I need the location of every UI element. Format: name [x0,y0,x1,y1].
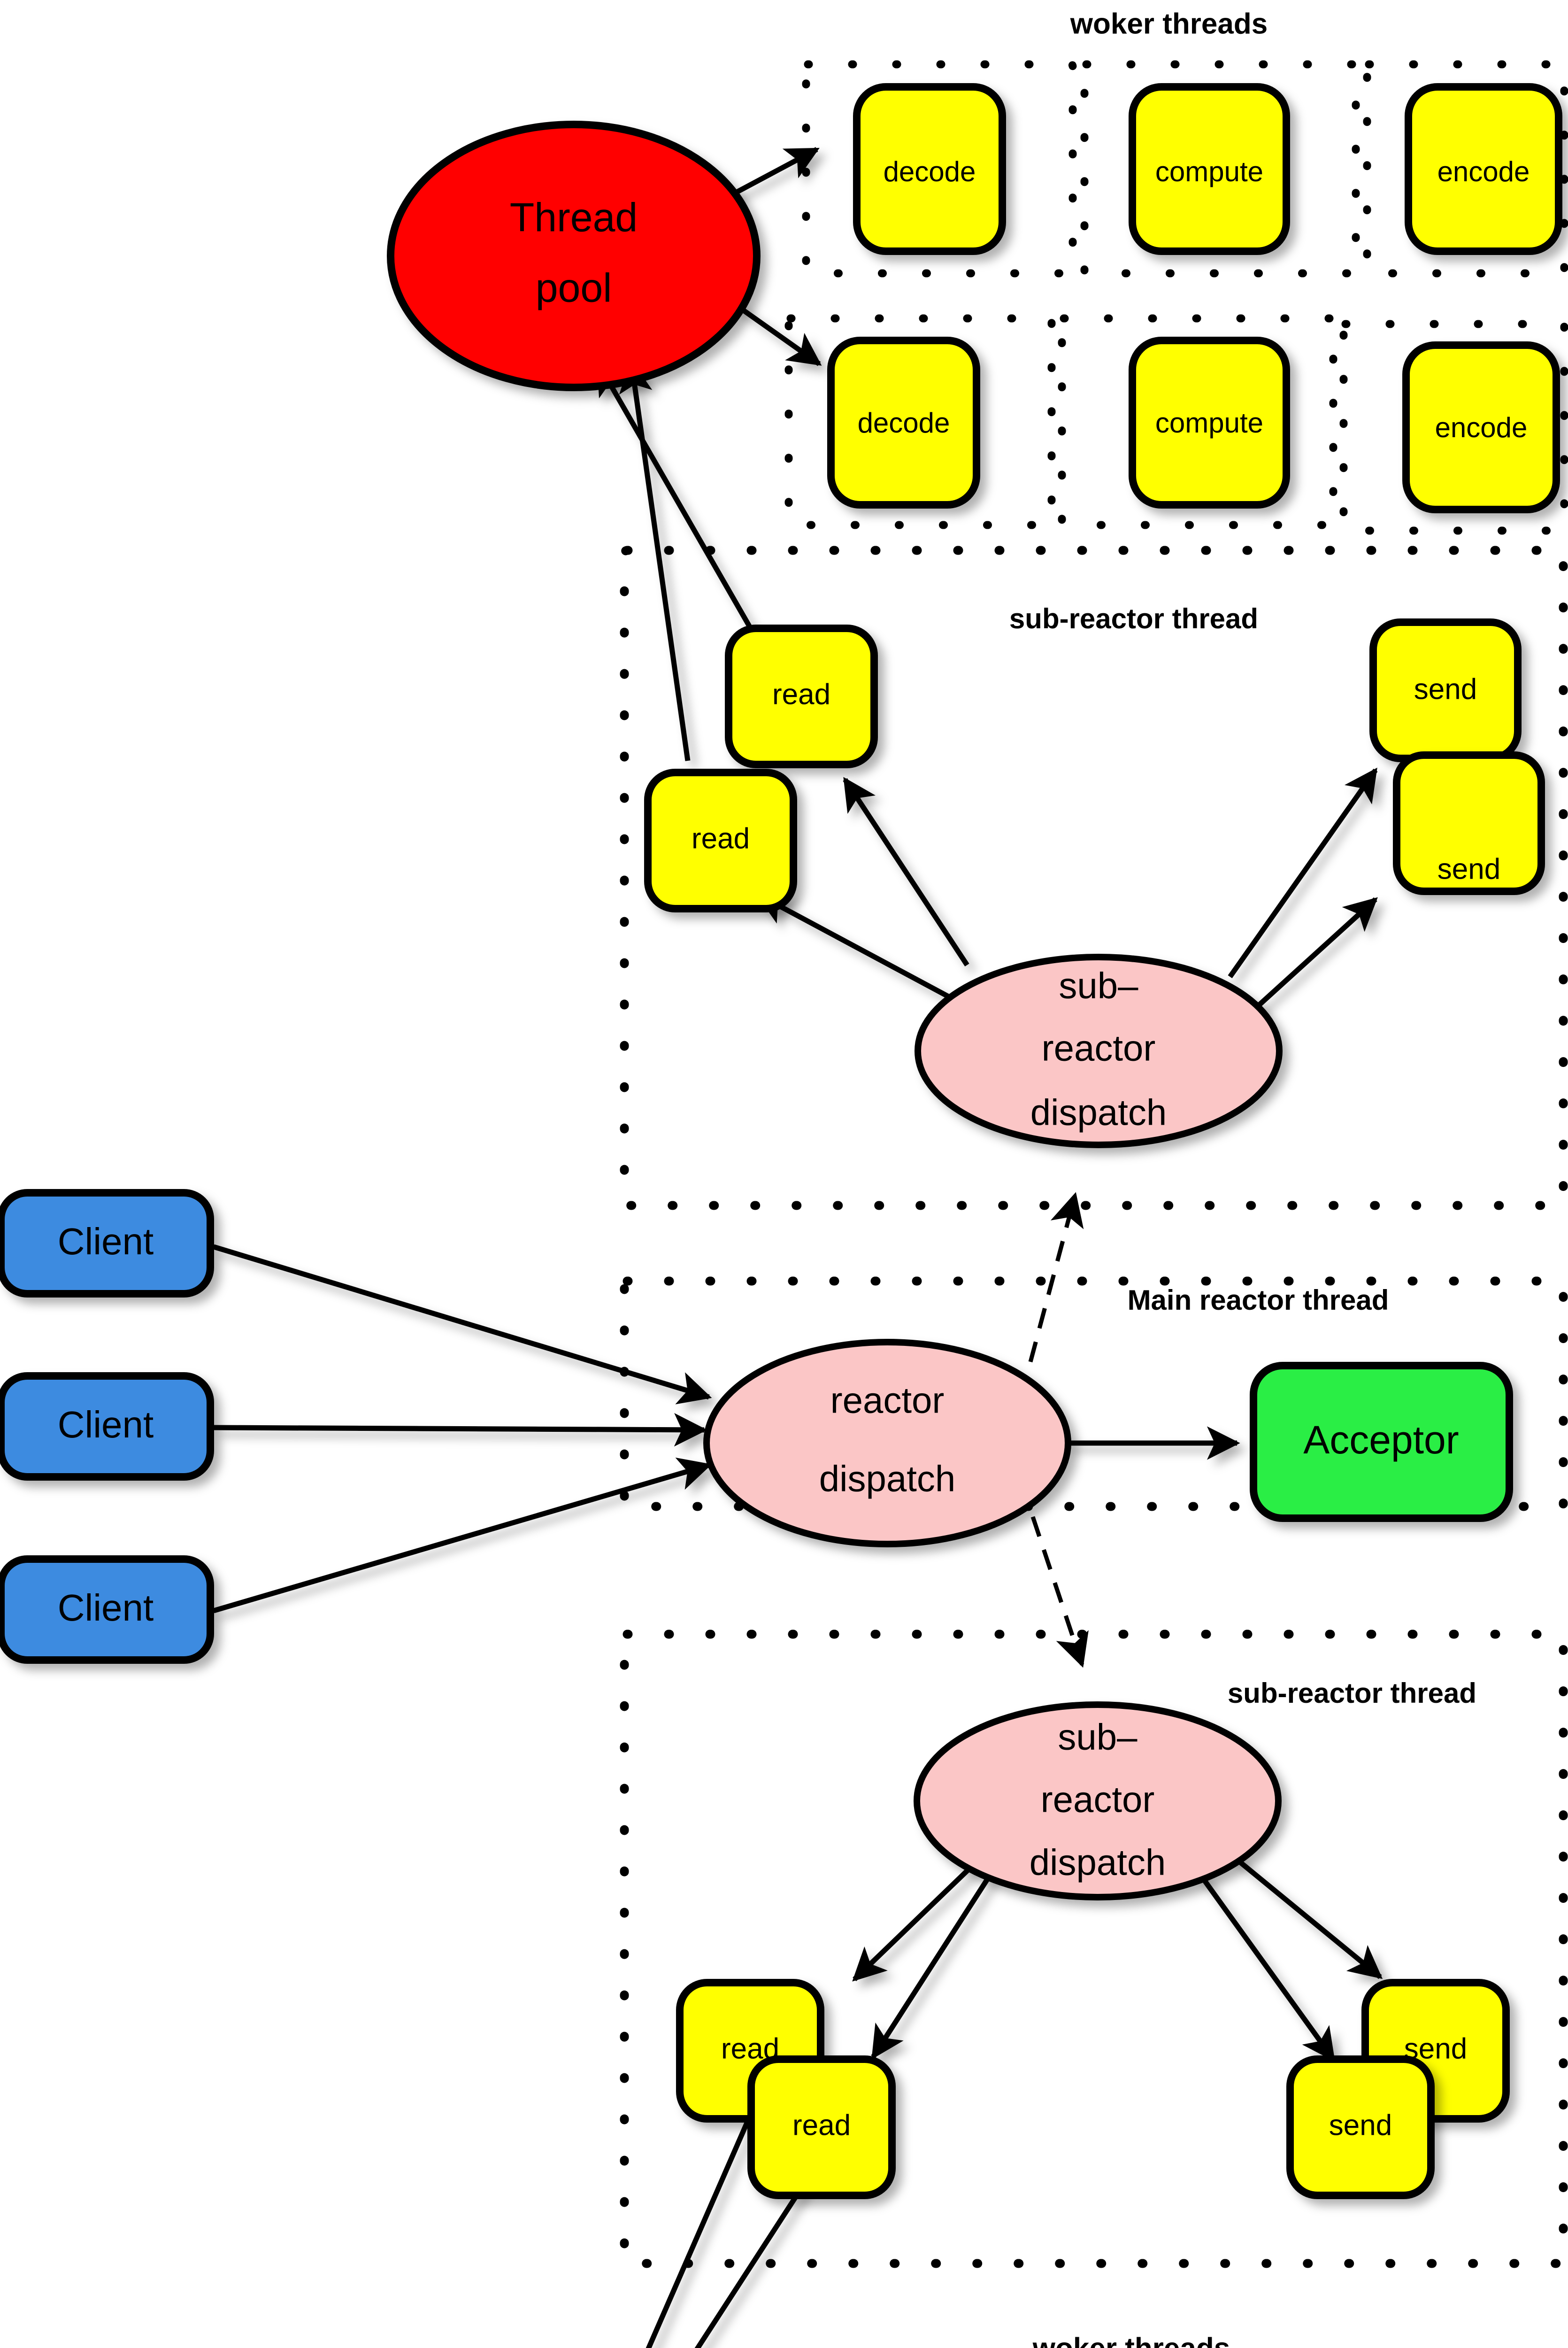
task-decode-top2[interactable]: decode [827,337,980,509]
task-read-lower-bottom[interactable]: read [747,2055,896,2199]
connector-layer [213,147,1383,2348]
worker-group-top-row2 [784,314,1568,535]
dashed-frame-subreactor-top [620,546,1568,1210]
task-label: encode [1437,156,1530,187]
main-reactor-thread-title: Main reactor thread [1128,1284,1389,1316]
task-read-lower-top[interactable]: read [644,769,797,912]
acceptor[interactable]: Acceptor [1250,1362,1513,1522]
edge-read-upper-to-threadpool-top [596,361,753,631]
task-compute-top1[interactable]: compute [1129,83,1290,255]
edge-client2-to-reactor [213,1413,707,1447]
task-label: read [692,822,750,855]
sub-reactor-dispatch-bottom[interactable]: sub– reactor dispatch [914,1701,1282,1900]
dashed-frame-compute-top1 [1080,60,1360,278]
task-compute-top2[interactable]: compute [1129,337,1290,509]
task-label: compute [1155,156,1263,187]
dashed-frame-encode-top1 [1363,60,1568,278]
worker-tasks-top: decode compute encode decode compute enc… [827,83,1562,513]
client-label: Client [58,1220,154,1262]
edge-read-lower-to-threadpool-bottom [694,2185,805,2348]
reactor-label-line1: reactor [830,1380,945,1421]
task-label: send [1437,853,1500,885]
edge-client1-to-reactor [213,1244,712,1405]
subreactor-thread-title-bottom: sub-reactor thread [1228,1677,1476,1709]
reactor-label-line2: dispatch [819,1458,956,1499]
edge-subreactor-bottom-to-read-upper [852,1855,983,1982]
sub-reactor-label-line3: dispatch [1030,1842,1166,1883]
sub-reactor-label-line1: sub– [1058,1716,1138,1758]
dashed-frame-compute-top2 [1058,314,1337,529]
task-send-upper-top[interactable]: send [1369,618,1522,762]
task-send-lower-bottom[interactable]: send [1286,2055,1435,2199]
task-encode-top2[interactable]: encode [1402,341,1560,513]
task-label: decode [858,407,950,439]
task-label: compute [1155,407,1263,439]
edge-subreactor-top-to-read-lower [755,892,957,1003]
sub-reactor-label-line2: reactor [1041,1779,1155,1820]
task-label: read [792,2109,851,2141]
task-encode-top1[interactable]: encode [1405,83,1562,255]
sub-reactor-dispatch-top[interactable]: sub– reactor dispatch [915,954,1283,1148]
acceptor-label: Acceptor [1303,1418,1459,1462]
edge-subreactor-bottom-to-send-lower [1185,1855,1336,2062]
client-1[interactable]: Client [0,1189,214,1298]
client-2[interactable]: Client [0,1372,214,1481]
subreactor-thread-title-top: sub-reactor thread [1009,603,1258,634]
worker-threads-title-bottom: woker threads [1032,2332,1230,2348]
subreactor-top-tasks: read read send send [644,618,1545,912]
dashed-frame-encode-top2 [1339,320,1568,535]
task-label: encode [1435,412,1528,443]
thread-pool-top[interactable]: Thread pool [387,121,761,391]
main-reactor-dispatch[interactable]: reactor dispatch [703,1339,1071,1547]
client-3[interactable]: Client [0,1555,214,1664]
dispatch-links [1028,1192,1089,1668]
client-label: Client [58,1404,154,1445]
worker-threads-title-top: woker threads [1070,8,1268,40]
task-read-upper-top[interactable]: read [725,625,878,768]
clients: Client Client Client [0,1189,214,1664]
edge-read-upper-to-threadpool-bottom [646,2112,754,2348]
edge-subreactor-top-to-read-upper [843,777,969,967]
client-label: Client [58,1587,154,1629]
edge-client3-to-reactor [213,1457,712,1614]
sub-reactor-label-line2: reactor [1042,1027,1156,1069]
task-label: send [1414,673,1477,705]
edge-subreactor-bottom-to-read-lower [871,1858,1002,2060]
task-label: send [1329,2109,1392,2141]
edge-subreactor-top-to-send-lower [1247,897,1378,1017]
thread-pool-label-line2: pool [536,266,612,311]
sub-reactor-label-line3: dispatch [1030,1092,1167,1133]
task-label: read [772,678,830,711]
edge-subreactor-top-to-send-upper [1228,767,1378,979]
dashed-frame-decode-top2 [784,314,1056,529]
edge-reactor-to-subreactor-bottom [1030,1516,1089,1668]
task-decode-top1[interactable]: decode [853,83,1006,255]
edge-reactor-to-subreactor-top [1028,1192,1084,1363]
thread-pool-label-line1: Thread [510,195,638,240]
subreactor-bottom-tasks: read read send send [676,1979,1510,2199]
task-send-lower-top[interactable]: send [1393,751,1545,895]
sub-reactor-label-line1: sub– [1059,965,1138,1006]
edge-read-lower-to-threadpool-top [619,359,691,761]
task-label: decode [884,156,976,187]
